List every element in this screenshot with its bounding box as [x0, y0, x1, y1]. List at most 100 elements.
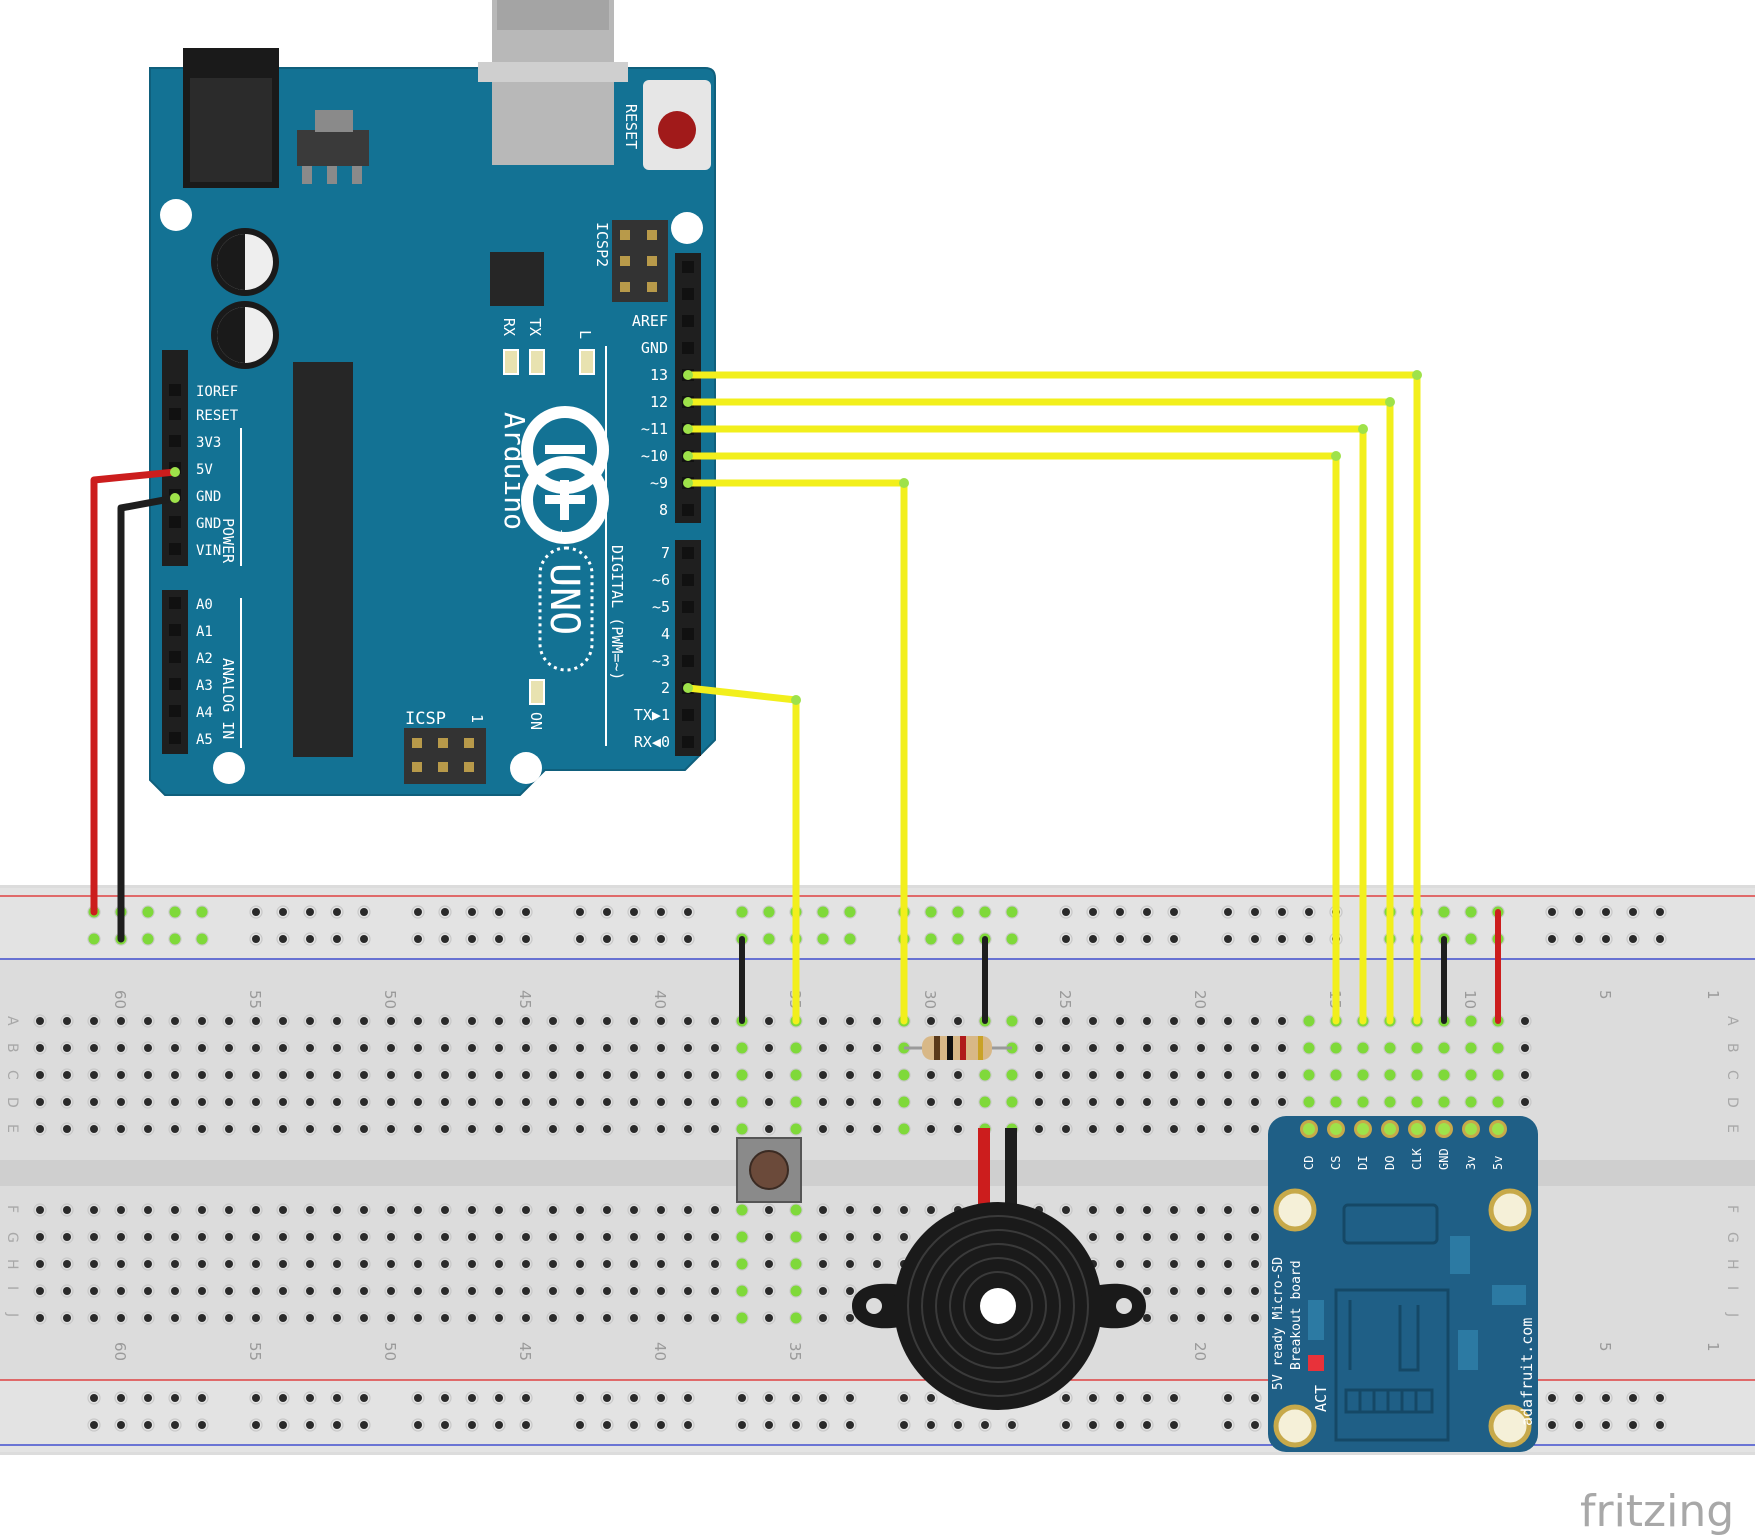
breadboard-hole[interactable]: [654, 1311, 668, 1325]
breadboard-hole[interactable]: [735, 1284, 749, 1298]
breadboard-hole[interactable]: [789, 1230, 803, 1244]
breadboard-hole[interactable]: [222, 1257, 236, 1271]
breadboard-hole[interactable]: [1167, 1230, 1181, 1244]
breadboard-hole[interactable]: [843, 1068, 857, 1082]
breadboard-hole[interactable]: [1275, 1041, 1289, 1055]
breadboard-hole[interactable]: [195, 1230, 209, 1244]
breadboard-hole[interactable]: [600, 1122, 614, 1136]
breadboard-hole[interactable]: [276, 1311, 290, 1325]
breadboard-hole[interactable]: [60, 1284, 74, 1298]
breadboard-hole[interactable]: [114, 1311, 128, 1325]
breadboard-hole[interactable]: [870, 1068, 884, 1082]
rail-hole[interactable]: [1221, 1418, 1235, 1432]
breadboard-hole[interactable]: [1329, 1095, 1343, 1109]
breadboard-hole[interactable]: [465, 1203, 479, 1217]
breadboard-hole[interactable]: [465, 1068, 479, 1082]
breadboard-hole[interactable]: [600, 1041, 614, 1055]
breadboard-hole[interactable]: [1248, 1311, 1262, 1325]
breadboard-hole[interactable]: [654, 1284, 668, 1298]
breadboard-hole[interactable]: [195, 1284, 209, 1298]
rail-hole[interactable]: [519, 905, 533, 919]
rail-hole[interactable]: [1248, 1418, 1262, 1432]
breadboard-hole[interactable]: [1140, 1230, 1154, 1244]
breadboard-hole[interactable]: [654, 1041, 668, 1055]
breadboard-hole[interactable]: [1113, 1014, 1127, 1028]
breadboard-hole[interactable]: [33, 1230, 47, 1244]
breadboard-hole[interactable]: [330, 1014, 344, 1028]
rail-hole[interactable]: [762, 1391, 776, 1405]
breadboard-hole[interactable]: [492, 1041, 506, 1055]
rail-hole[interactable]: [411, 932, 425, 946]
breadboard-hole[interactable]: [357, 1068, 371, 1082]
rail-hole[interactable]: [627, 932, 641, 946]
breadboard-hole[interactable]: [465, 1095, 479, 1109]
rail-hole[interactable]: [519, 1391, 533, 1405]
breadboard-hole[interactable]: [33, 1068, 47, 1082]
breadboard-hole[interactable]: [60, 1041, 74, 1055]
rail-hole[interactable]: [573, 1418, 587, 1432]
breadboard-hole[interactable]: [276, 1068, 290, 1082]
breadboard-hole[interactable]: [735, 1311, 749, 1325]
breadboard-hole[interactable]: [141, 1203, 155, 1217]
breadboard-hole[interactable]: [411, 1041, 425, 1055]
breadboard-hole[interactable]: [492, 1122, 506, 1136]
breadboard-hole[interactable]: [384, 1095, 398, 1109]
breadboard-hole[interactable]: [789, 1122, 803, 1136]
breadboard-hole[interactable]: [762, 1257, 776, 1271]
breadboard-hole[interactable]: [789, 1311, 803, 1325]
breadboard-hole[interactable]: [384, 1014, 398, 1028]
breadboard-hole[interactable]: [60, 1203, 74, 1217]
breadboard-hole[interactable]: [573, 1311, 587, 1325]
rail-hole[interactable]: [1572, 1418, 1586, 1432]
breadboard-hole[interactable]: [1437, 1041, 1451, 1055]
breadboard-hole[interactable]: [789, 1068, 803, 1082]
rail-hole[interactable]: [600, 1418, 614, 1432]
breadboard-hole[interactable]: [60, 1068, 74, 1082]
rail-hole[interactable]: [1059, 932, 1073, 946]
breadboard-hole[interactable]: [1086, 1095, 1100, 1109]
breadboard-hole[interactable]: [1491, 1068, 1505, 1082]
rail-hole[interactable]: [681, 1418, 695, 1432]
breadboard-hole[interactable]: [168, 1041, 182, 1055]
breadboard-hole[interactable]: [411, 1203, 425, 1217]
breadboard-hole[interactable]: [1140, 1284, 1154, 1298]
breadboard-hole[interactable]: [1194, 1203, 1208, 1217]
rail-hole[interactable]: [924, 1418, 938, 1432]
rail-hole[interactable]: [1275, 932, 1289, 946]
rail-hole[interactable]: [735, 1418, 749, 1432]
rail-hole[interactable]: [1221, 932, 1235, 946]
breadboard-hole[interactable]: [600, 1068, 614, 1082]
breadboard-hole[interactable]: [870, 1122, 884, 1136]
breadboard-hole[interactable]: [546, 1203, 560, 1217]
breadboard-hole[interactable]: [843, 1284, 857, 1298]
breadboard-hole[interactable]: [1518, 1068, 1532, 1082]
breadboard-hole[interactable]: [330, 1068, 344, 1082]
breadboard-hole[interactable]: [1167, 1041, 1181, 1055]
breadboard-hole[interactable]: [33, 1014, 47, 1028]
rail-hole[interactable]: [1167, 932, 1181, 946]
breadboard-hole[interactable]: [438, 1230, 452, 1244]
breadboard-hole[interactable]: [1410, 1041, 1424, 1055]
breadboard-hole[interactable]: [654, 1257, 668, 1271]
breadboard-hole[interactable]: [222, 1230, 236, 1244]
breadboard-hole[interactable]: [600, 1230, 614, 1244]
breadboard-hole[interactable]: [195, 1257, 209, 1271]
breadboard-hole[interactable]: [195, 1095, 209, 1109]
breadboard-hole[interactable]: [141, 1122, 155, 1136]
rail-hole[interactable]: [1167, 1418, 1181, 1432]
breadboard-hole[interactable]: [1059, 1041, 1073, 1055]
rail-hole[interactable]: [411, 905, 425, 919]
breadboard-hole[interactable]: [357, 1311, 371, 1325]
breadboard-hole[interactable]: [627, 1203, 641, 1217]
rail-hole[interactable]: [897, 1418, 911, 1432]
rail-hole[interactable]: [1059, 1391, 1073, 1405]
rail-hole[interactable]: [519, 1418, 533, 1432]
breadboard-hole[interactable]: [573, 1014, 587, 1028]
breadboard-hole[interactable]: [303, 1041, 317, 1055]
breadboard-hole[interactable]: [222, 1284, 236, 1298]
breadboard-hole[interactable]: [897, 1122, 911, 1136]
breadboard-hole[interactable]: [546, 1068, 560, 1082]
breadboard-hole[interactable]: [330, 1284, 344, 1298]
breadboard-hole[interactable]: [708, 1095, 722, 1109]
breadboard-hole[interactable]: [519, 1257, 533, 1271]
